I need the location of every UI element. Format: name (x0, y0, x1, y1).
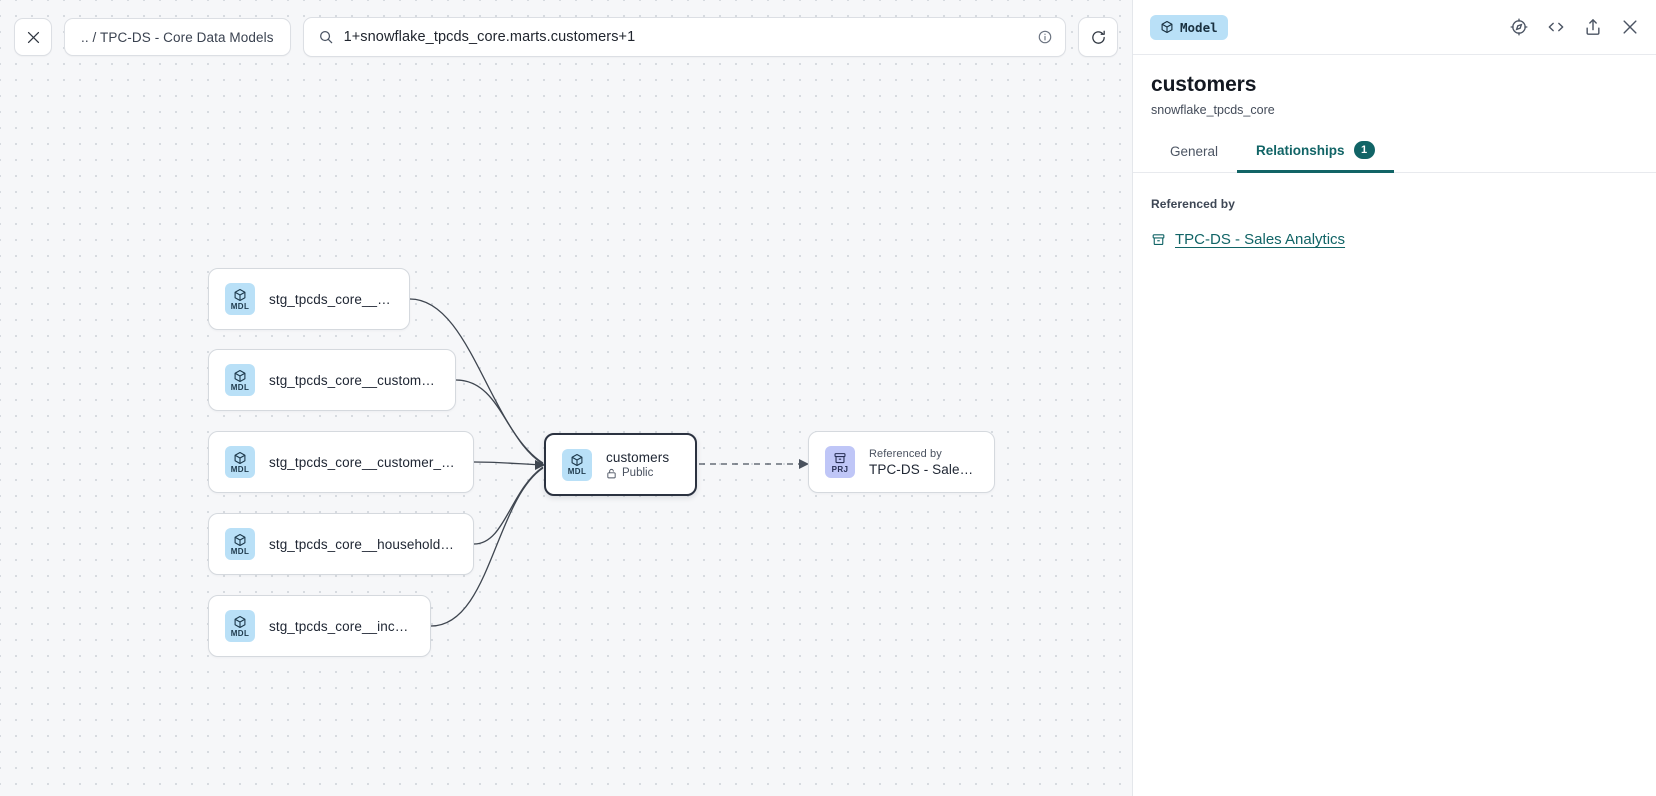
tab-label: Relationships (1256, 142, 1345, 158)
graph-node[interactable]: MDL stg_tpcds_core__household_demogr… (208, 513, 474, 575)
model-badge: MDL (562, 448, 592, 481)
node-title: stg_tpcds_core__customer (269, 291, 393, 307)
relationship-item[interactable]: TPC-DS - Sales Analytics (1151, 231, 1638, 248)
cube-icon (234, 369, 246, 382)
tab-label: General (1170, 144, 1219, 159)
model-badge-label: MDL (230, 628, 250, 638)
edge-customer-demographics (473, 461, 544, 466)
node-title: stg_tpcds_core__customer_address (269, 372, 439, 388)
relationship-link[interactable]: TPC-DS - Sales Analytics (1175, 231, 1346, 248)
close-lineage-button[interactable] (14, 18, 52, 56)
panel-actions (1509, 17, 1640, 37)
graph-node[interactable]: MDL stg_tpcds_core__income_band (208, 595, 431, 657)
search-input[interactable] (343, 29, 1027, 45)
refresh-button[interactable] (1078, 17, 1118, 57)
focus-icon[interactable] (1509, 17, 1529, 37)
model-badge-label: MDL (230, 546, 250, 556)
node-text: stg_tpcds_core__customer_address (269, 373, 439, 388)
search-icon (319, 31, 332, 44)
breadcrumb[interactable]: .. / TPC-DS - Core Data Models (64, 18, 291, 56)
close-icon[interactable] (1620, 17, 1640, 37)
panel-header: Model (1133, 0, 1656, 55)
relationship-list: TPC-DS - Sales Analytics (1151, 231, 1638, 248)
node-visibility: Public (606, 467, 669, 479)
node-title: stg_tpcds_core__household_demogr… (269, 536, 457, 552)
info-icon[interactable] (1037, 29, 1053, 45)
model-badge-label: MDL (230, 382, 250, 392)
project-icon (834, 452, 846, 463)
cube-icon (234, 615, 246, 628)
lineage-search[interactable] (302, 17, 1066, 57)
code-icon[interactable] (1546, 17, 1566, 37)
section-title: Referenced by (1151, 197, 1235, 211)
page-title: customers (1151, 73, 1257, 96)
model-badge-label: MDL (230, 464, 250, 474)
node-text: stg_tpcds_core__household_demogr… (269, 537, 457, 552)
lineage-canvas[interactable]: MDL stg_tpcds_core__customer MDL stg_tpcds… (0, 0, 1132, 796)
model-badge-label: MDL (230, 301, 250, 311)
node-text: Referenced by TPC-DS - Sales Analytics (869, 448, 978, 477)
entity-type-chip: Model (1150, 14, 1228, 40)
entity-source: snowflake_tpcds_core (1151, 103, 1275, 117)
graph-node[interactable]: MDL stg_tpcds_core__customer (208, 268, 410, 330)
node-text: stg_tpcds_core__customer (269, 292, 393, 307)
cube-icon (234, 288, 246, 301)
refresh-icon (1091, 30, 1105, 44)
cube-icon (1161, 20, 1173, 34)
cube-icon (234, 533, 246, 546)
edge-arrow-in (535, 460, 545, 470)
graph-node-customers[interactable]: MDL customers Public (544, 433, 697, 496)
cube-icon (571, 453, 583, 467)
edge-customer-address (455, 379, 544, 465)
model-badge: MDL (225, 610, 255, 642)
graph-node-sales-analytics[interactable]: PRJ Referenced by TPC-DS - Sales Analyti… (808, 431, 995, 493)
close-icon (27, 31, 39, 43)
node-eyebrow: Referenced by (869, 447, 942, 460)
graph-node[interactable]: MDL stg_tpcds_core__customer_address (208, 349, 456, 411)
entity-type-label: Model (1180, 19, 1218, 35)
edge-arrow-out (799, 459, 809, 469)
model-badge-label: MDL (567, 467, 587, 476)
node-title: TPC-DS - Sales Analytics (869, 461, 978, 477)
edge-household-demographics (473, 466, 544, 545)
project-badge-label: PRJ (831, 464, 849, 474)
node-text: stg_tpcds_core__income_band (269, 619, 414, 634)
project-badge: PRJ (825, 446, 855, 478)
node-title: stg_tpcds_core__customer_demogra… (269, 454, 457, 470)
node-text: stg_tpcds_core__customer_demogra… (269, 455, 457, 470)
model-badge: MDL (225, 283, 255, 315)
tab-general[interactable]: General (1151, 144, 1237, 173)
node-title: stg_tpcds_core__income_band (269, 618, 414, 634)
graph-node[interactable]: MDL stg_tpcds_core__customer_demogra… (208, 431, 474, 493)
node-visibility-label: Public (622, 467, 654, 479)
model-badge: MDL (225, 528, 255, 560)
panel-body: Referenced by TPC-DS - Sales Analytics (1133, 173, 1656, 248)
tab-relationships[interactable]: Relationships 1 (1237, 141, 1394, 173)
lineage-edges (409, 298, 809, 627)
lock-icon (607, 468, 616, 478)
edge-income-band (430, 467, 544, 627)
panel-tabs: General Relationships 1 (1133, 141, 1656, 173)
canvas-toolbar: .. / TPC-DS - Core Data Models (0, 0, 1132, 74)
tab-count-badge: 1 (1353, 141, 1375, 159)
cube-icon (234, 451, 246, 464)
panel-title-block: customers snowflake_tpcds_core (1133, 55, 1656, 117)
node-title: customers (606, 450, 670, 465)
node-text: customers Public (606, 450, 669, 479)
model-badge: MDL (225, 446, 255, 478)
detail-panel: Model (1132, 0, 1656, 796)
share-icon[interactable] (1583, 17, 1603, 37)
model-badge: MDL (225, 364, 255, 396)
project-icon (1152, 234, 1165, 245)
